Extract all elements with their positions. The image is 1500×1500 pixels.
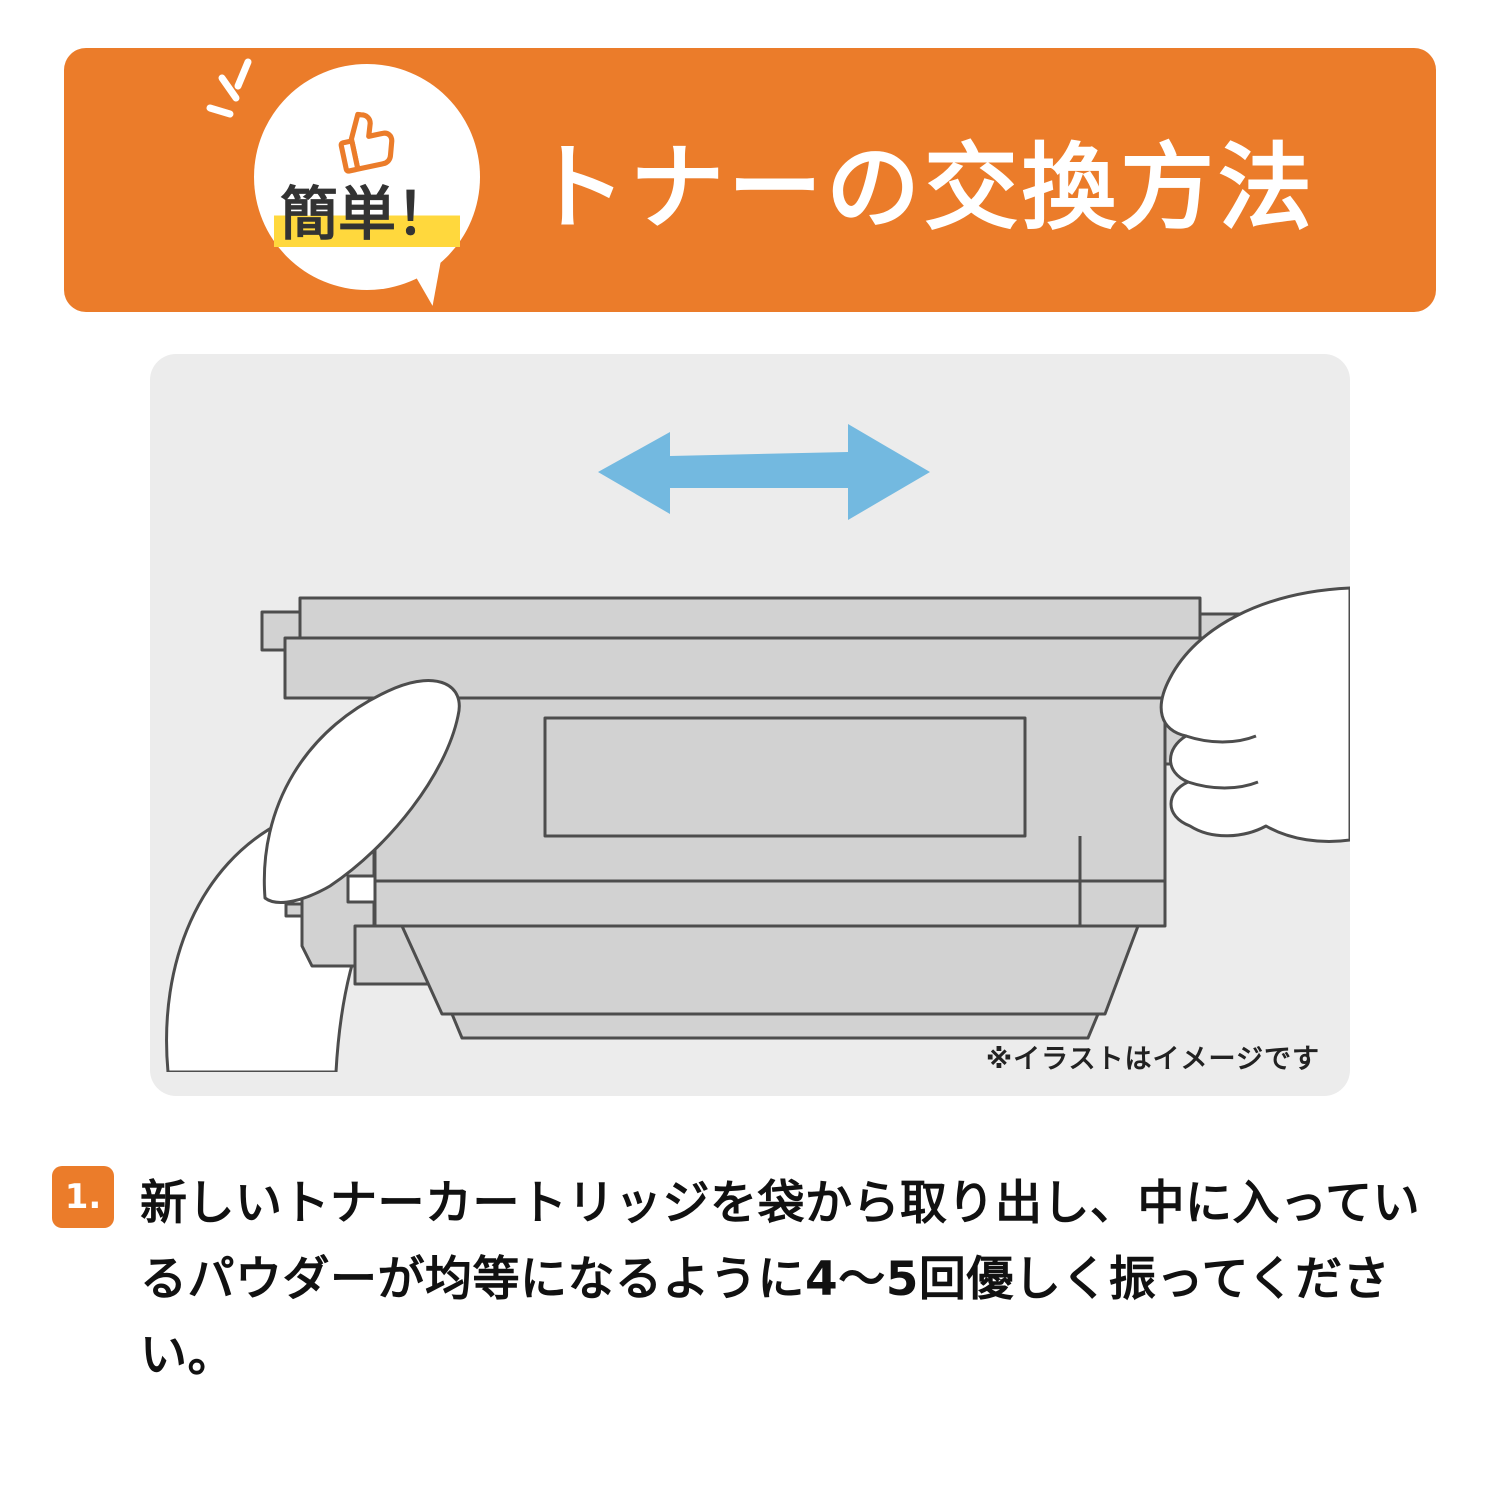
toner-cartridge-illustration — [150, 576, 1350, 1072]
bubble-label: 簡単！ — [273, 180, 460, 248]
illustration-panel: ※イラストはイメージです — [150, 354, 1350, 1096]
speech-bubble: 簡単！ — [254, 64, 480, 290]
page-title: トナーの交換方法 — [532, 134, 1317, 243]
step-text: 新しいトナーカートリッジを袋から取り出し、中に入っているパウダーが均等になるよう… — [140, 1176, 1421, 1384]
header-banner: 簡単！ トナーの交換方法 — [64, 48, 1436, 312]
right-hand-icon — [1159, 586, 1350, 843]
thumbs-up-icon — [338, 111, 395, 174]
step-number-badge: 1. — [52, 1166, 114, 1228]
illustration-note: ※イラストはイメージです — [985, 1044, 1320, 1075]
cartridge-body — [260, 596, 1246, 1040]
shake-arrow-icon — [598, 422, 930, 522]
left-thumb-icon — [262, 679, 461, 904]
burst-lines-icon — [206, 58, 252, 118]
shake-arrow-shape — [598, 424, 930, 520]
